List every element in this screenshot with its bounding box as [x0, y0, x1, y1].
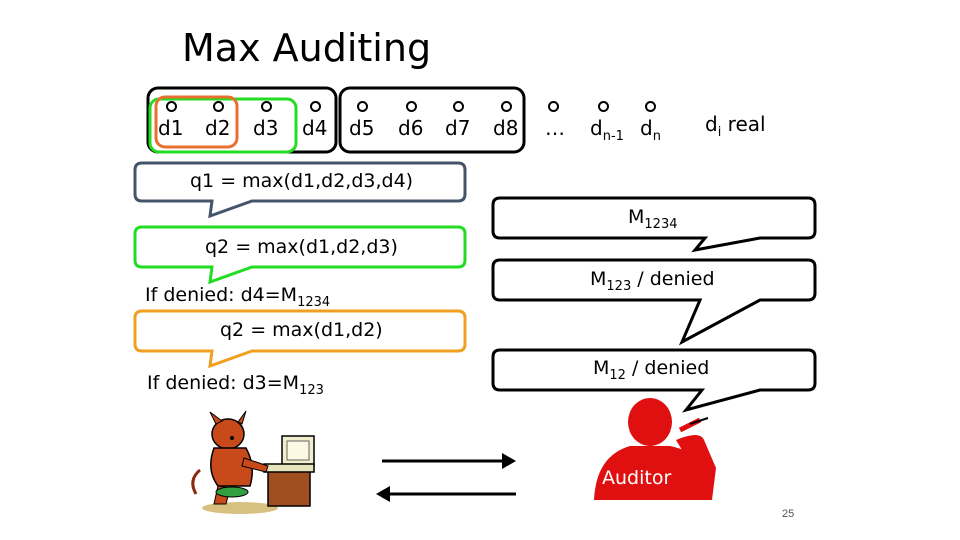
data-dot — [261, 101, 272, 112]
response-1-text: M1234 — [628, 206, 678, 232]
data-dot — [453, 101, 464, 112]
auditor-label: Auditor — [602, 467, 672, 489]
page-number: 25 — [782, 508, 795, 520]
q3-bubble — [133, 309, 467, 369]
data-dot — [357, 101, 368, 112]
response-3-text: M12 / denied — [593, 357, 710, 383]
data-label-d8: d8 — [493, 116, 519, 140]
q1-bubble — [133, 161, 467, 219]
q2-bubble — [133, 225, 467, 285]
response-bubble-1 — [491, 196, 817, 253]
data-dot — [166, 101, 177, 112]
query-3-text: q2 = max(d1,d2) — [220, 319, 383, 341]
response-bubble-2 — [491, 258, 817, 346]
domain-note: di real — [705, 112, 766, 140]
data-label-d4: d4 — [302, 116, 328, 140]
data-dot — [645, 101, 656, 112]
data-dot — [310, 101, 321, 112]
slide-title: Max Auditing — [182, 26, 432, 70]
query-2-text: q2 = max(d1,d2,d3) — [205, 236, 398, 258]
data-dot — [598, 101, 609, 112]
response-2-text: M123 / denied — [590, 268, 715, 294]
data-label-d1: d1 — [158, 116, 184, 140]
group-d1-d2-orange — [154, 95, 239, 149]
auditor-silhouette — [594, 398, 716, 500]
query-1-text: q1 = max(d1,d2,d3,d4) — [190, 170, 414, 192]
response-bubble-3 — [491, 348, 817, 413]
data-box-d5-d8 — [338, 86, 526, 154]
data-label-ellipsis: … — [545, 116, 565, 140]
data-label-d5: d5 — [349, 116, 375, 140]
data-dot — [548, 101, 559, 112]
data-label-dn: dn — [640, 116, 661, 144]
data-label-d6: d6 — [398, 116, 424, 140]
data-dot — [406, 101, 417, 112]
query-3-denied-note: If denied: d3=M123 — [147, 372, 324, 398]
arrow-head-right — [502, 453, 516, 469]
group-d1-d3-green — [148, 97, 298, 154]
data-dot — [501, 101, 512, 112]
data-label-d7: d7 — [445, 116, 471, 140]
arrow-head-left — [376, 486, 390, 502]
data-label-d2: d2 — [205, 116, 231, 140]
data-label-d3: d3 — [253, 116, 279, 140]
data-dot — [213, 101, 224, 112]
data-label-dn-1: dn-1 — [590, 116, 624, 144]
query-2-denied-note: If denied: d4=M1234 — [145, 284, 331, 310]
attacker-devil-illustration — [191, 410, 315, 514]
